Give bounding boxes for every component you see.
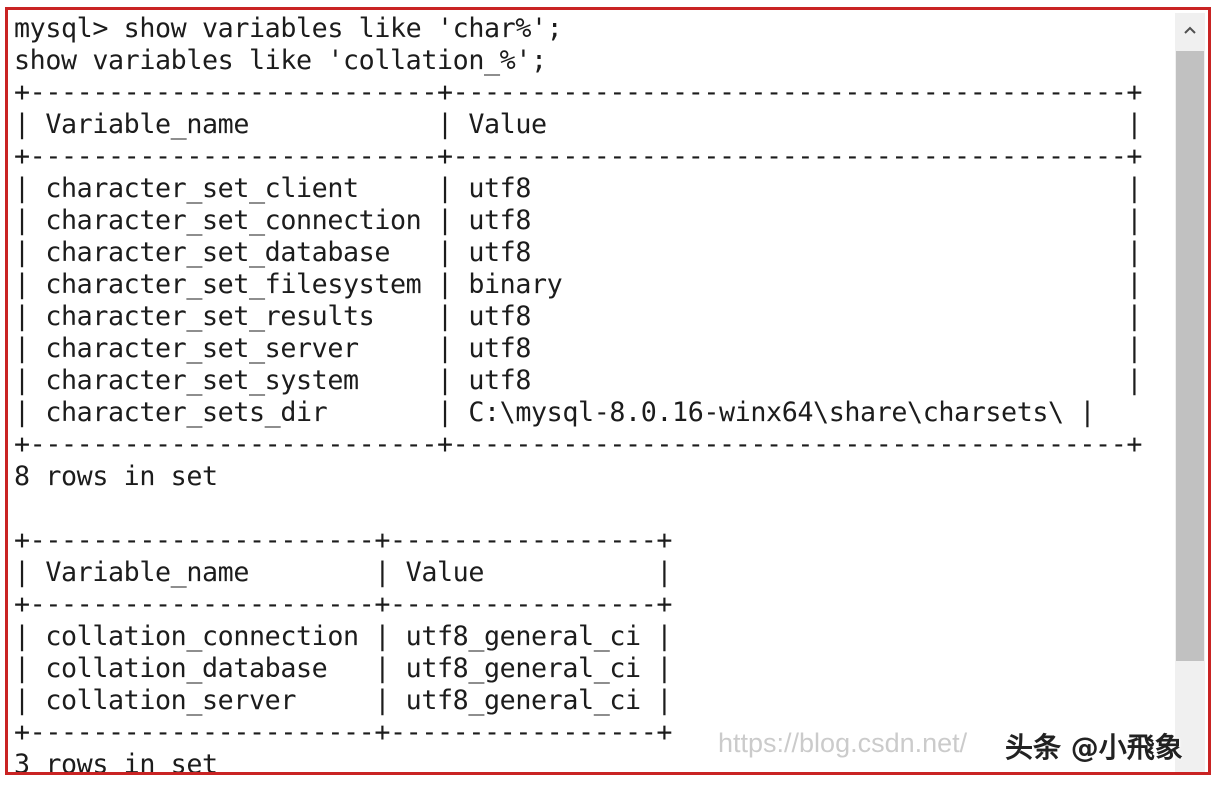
scroll-up-button[interactable] — [1175, 13, 1205, 47]
table-row: | character_set_filesystem | binary | — [14, 269, 1143, 300]
table-border: +----------------------+----------------… — [14, 589, 673, 620]
table-row: | character_set_server | utf8 | — [14, 333, 1143, 364]
table-row: | character_set_system | utf8 | — [14, 365, 1143, 396]
table-row: | character_sets_dir | C:\mysql-8.0.16-w… — [14, 397, 1096, 428]
table-border: +--------------------------+------------… — [14, 429, 1143, 460]
table-header-row: | Variable_name | Value | — [14, 109, 1143, 140]
row-count: 3 rows in set — [14, 749, 218, 775]
console-window-frame: mysql> show variables like 'char%'; show… — [5, 7, 1211, 775]
table-border: +----------------------+----------------… — [14, 717, 673, 748]
table-header-row: | Variable_name | Value | — [14, 557, 673, 588]
table-border: +--------------------------+------------… — [14, 141, 1143, 172]
table-row: | collation_database | utf8_general_ci | — [14, 653, 673, 684]
table-border: +----------------------+----------------… — [14, 525, 673, 556]
table-row: | collation_connection | utf8_general_ci… — [14, 621, 673, 652]
console-output: mysql> show variables like 'char%'; show… — [14, 13, 1169, 775]
blank-line — [14, 493, 1169, 525]
row-count: 8 rows in set — [14, 461, 218, 492]
vertical-scrollbar[interactable] — [1175, 13, 1205, 772]
scroll-thumb[interactable] — [1176, 51, 1204, 661]
table-border: +--------------------------+------------… — [14, 77, 1143, 108]
console-line: show variables like 'collation_%'; — [14, 45, 547, 76]
table-row: | collation_server | utf8_general_ci | — [14, 685, 673, 716]
chevron-up-icon — [1184, 26, 1196, 34]
watermark-url: https://blog.csdn.net/ — [718, 728, 968, 758]
table-row: | character_set_client | utf8 | — [14, 173, 1143, 204]
table-row: | character_set_results | utf8 | — [14, 301, 1143, 332]
brand-watermark: 头条 @小飛象 — [1005, 731, 1183, 764]
table-row: | character_set_database | utf8 | — [14, 237, 1143, 268]
console-line: mysql> show variables like 'char%'; — [14, 13, 563, 44]
table-row: | character_set_connection | utf8 | — [14, 205, 1143, 236]
